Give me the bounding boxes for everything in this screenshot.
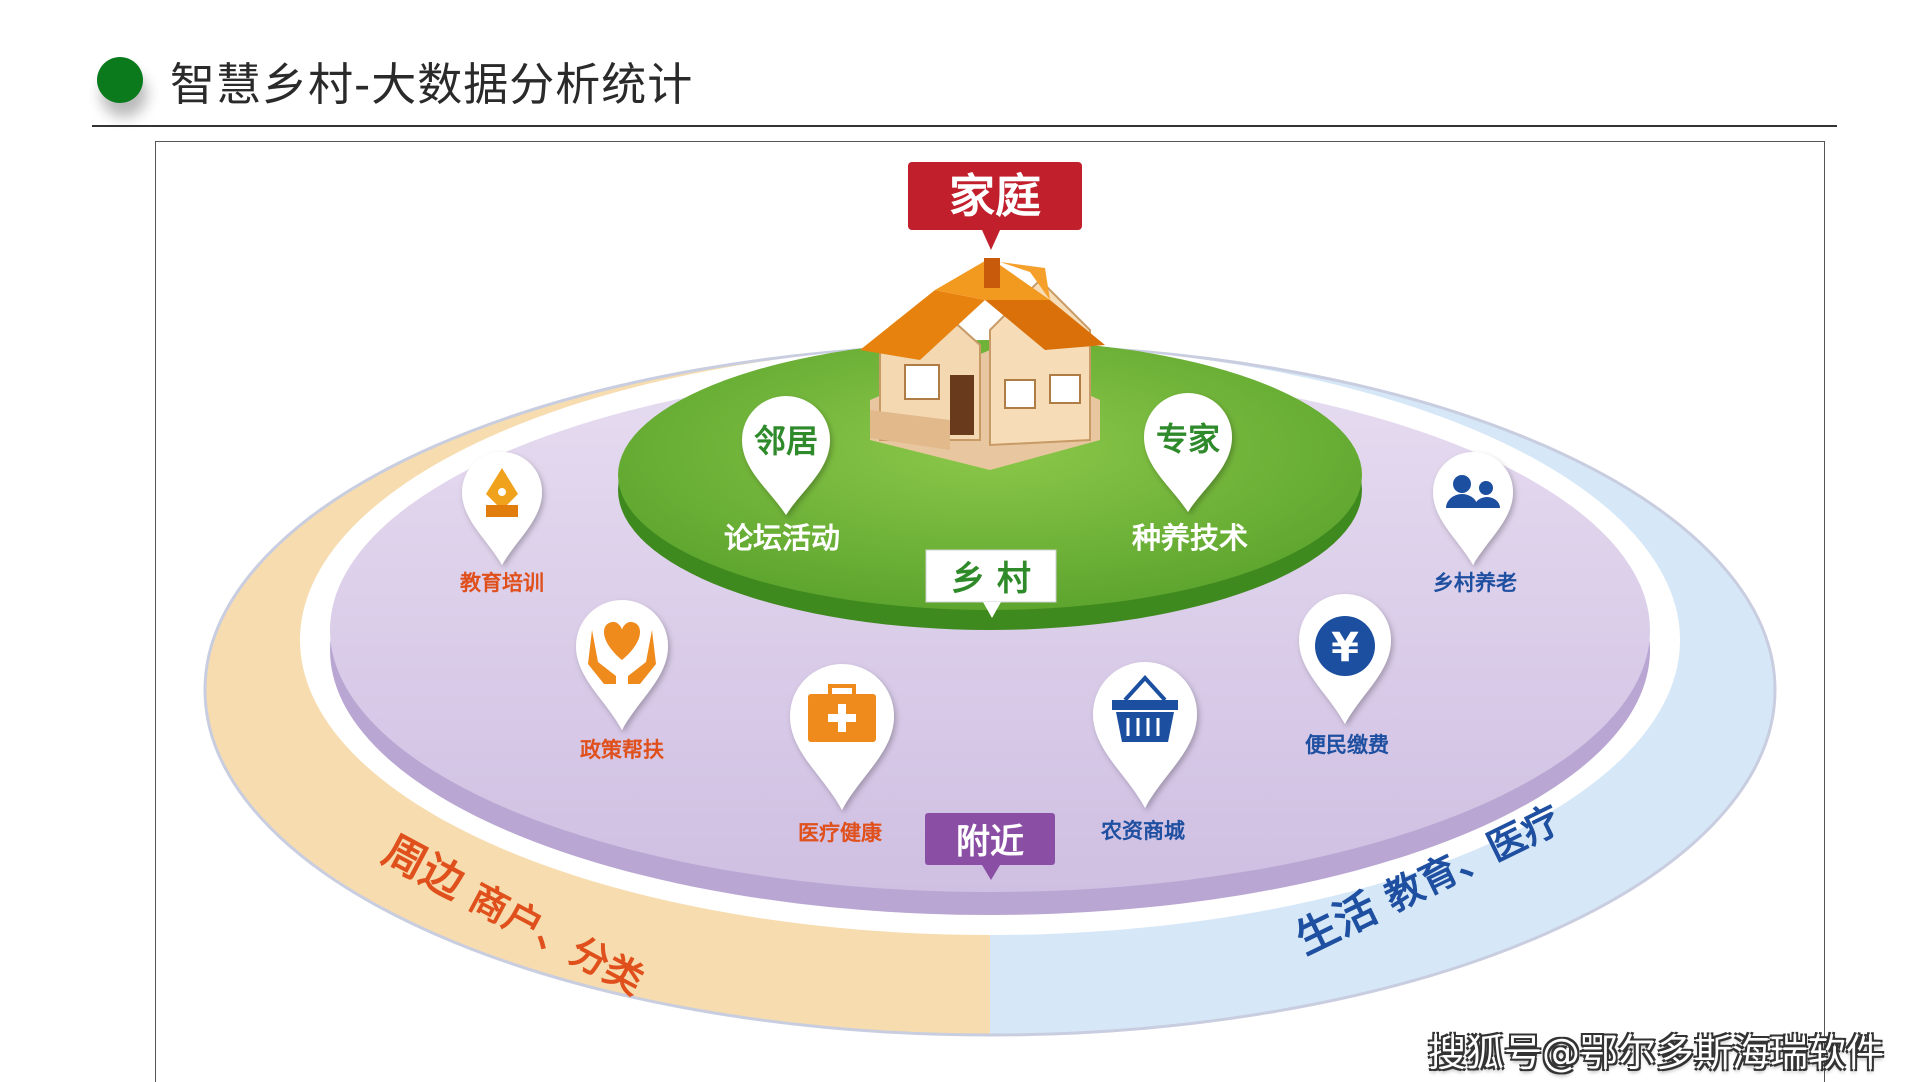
expert-pin: 专家 — [1144, 393, 1232, 512]
nearby-badge: 附近 — [925, 813, 1055, 880]
market-pin — [1093, 662, 1197, 808]
people-icon — [1446, 475, 1500, 508]
policy-label: 政策帮扶 — [580, 738, 664, 762]
elderly-label: 乡村养老 — [1433, 571, 1517, 595]
medical-kit-icon — [808, 684, 876, 742]
family-badge: 家庭 — [908, 162, 1082, 250]
payment-label: 便民缴费 — [1305, 733, 1389, 757]
neighbor-pin: 邻居 — [742, 396, 830, 515]
yen-coin-icon: ¥ — [1315, 616, 1375, 676]
village-badge-label: 乡 村 — [951, 559, 1031, 599]
market-label: 农资商城 — [1100, 819, 1185, 843]
expert-pin-label: 专家 — [1156, 420, 1220, 458]
watermark: 搜狐号@鄂尔多斯海瑞软件 — [1428, 1031, 1885, 1075]
heart-hands-icon — [588, 621, 656, 684]
medical-pin — [790, 664, 894, 810]
family-badge-label: 家庭 — [949, 169, 1041, 223]
forum-activity-label: 论坛活动 — [724, 521, 840, 555]
pen-nib-icon — [486, 468, 518, 517]
title-dot — [97, 57, 143, 103]
svg-text:¥: ¥ — [1331, 625, 1359, 671]
nearby-badge-label: 附近 — [956, 822, 1024, 862]
elderly-pin — [1433, 452, 1513, 565]
planting-tech-label: 种养技术 — [1132, 521, 1248, 555]
village-badge: 乡 村 — [925, 549, 1057, 618]
payment-pin: ¥ — [1299, 594, 1391, 724]
basket-icon — [1112, 675, 1178, 742]
medical-label: 医疗健康 — [798, 821, 883, 845]
title-divider — [92, 125, 1837, 127]
education-pin — [462, 452, 542, 565]
neighbor-pin-label: 邻居 — [754, 422, 818, 460]
diagram-frame — [155, 141, 1825, 1082]
policy-pin — [576, 600, 668, 730]
house-illustration — [860, 258, 1105, 470]
education-label: 教育培训 — [460, 571, 544, 595]
page-title: 智慧乡村-大数据分析统计 — [170, 58, 694, 111]
